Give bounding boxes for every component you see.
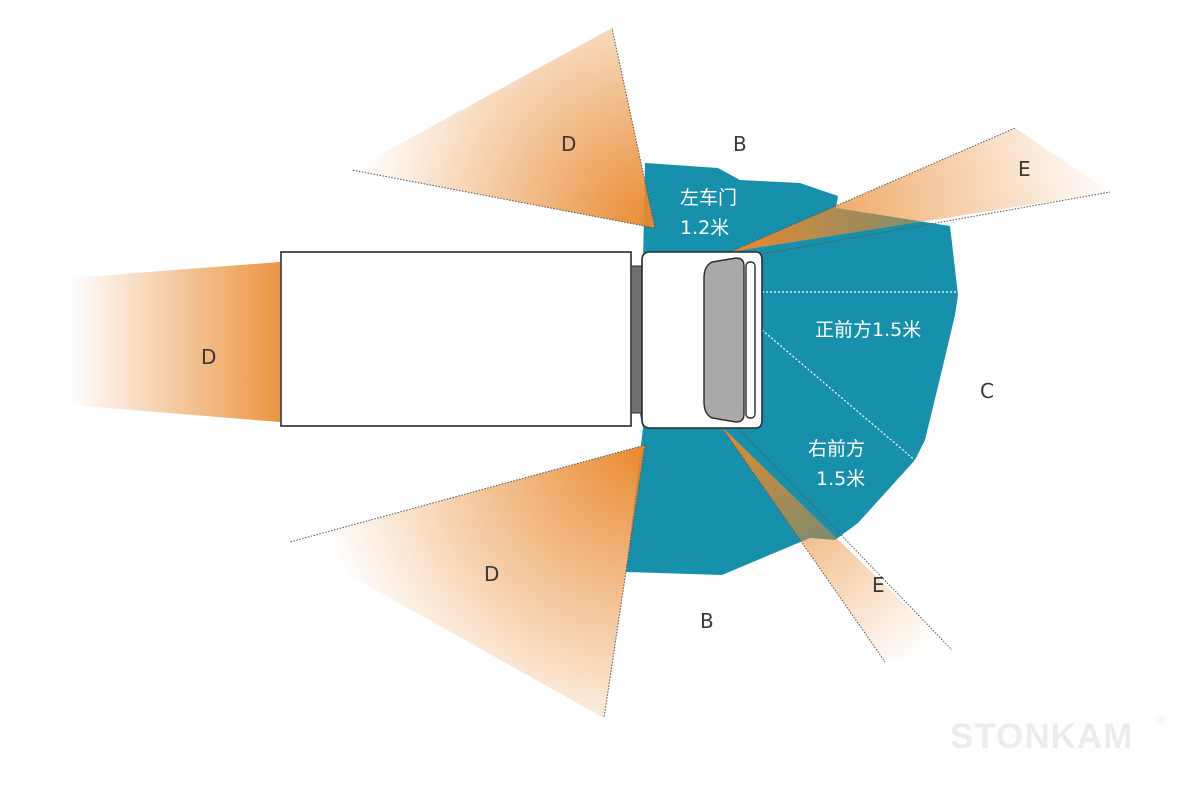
truck-cargo-box [280,251,632,427]
d-upper-left-zone [352,28,655,228]
brand-registered-mark: ® [1157,712,1167,727]
e-lower-right-zone [720,425,952,662]
e-lower-edge-a [719,424,886,663]
d-lower-left-zone [290,445,645,718]
truck [280,251,763,429]
zone-d-lower-left-label: D [484,562,499,586]
e-lower-edge-b [734,424,953,651]
e-upper-edge-a [729,127,1016,253]
right-front-label-line2: 1.5米 [816,468,865,490]
e-upper-edge-b [739,191,1111,259]
right-front-zone-divider [761,329,918,463]
d-rear-zone [70,262,280,422]
right-front-label-line1: 右前方 [808,438,865,460]
d-upper-left-edge-top [611,27,656,229]
d-lower-left-edge-top [289,444,646,543]
zone-b-bottom-label: B [700,609,714,633]
zone-d-upper-left-label: D [561,132,576,156]
truck-bumper [745,261,756,419]
truck-windshield [703,257,745,423]
d-upper-left-edge-bottom [351,169,656,229]
left-door-label-line1: 左车门 [680,187,737,209]
d-lower-left-edge-bottom [603,444,646,719]
truck-cab-joint [630,265,643,414]
zone-e-lower-right-label: E [872,573,885,597]
left-door-label-line2: 1.2米 [680,217,729,239]
e-upper-right-zone [730,128,1110,252]
brand-watermark: STONKAM [950,717,1133,756]
zone-d-rear-label: D [201,345,216,369]
zone-c-label: C [980,379,994,403]
zone-e-upper-right-label: E [1018,157,1031,181]
zone-b-top-label: B [733,132,747,156]
front-distance-label: 正前方1.5米 [815,319,921,341]
